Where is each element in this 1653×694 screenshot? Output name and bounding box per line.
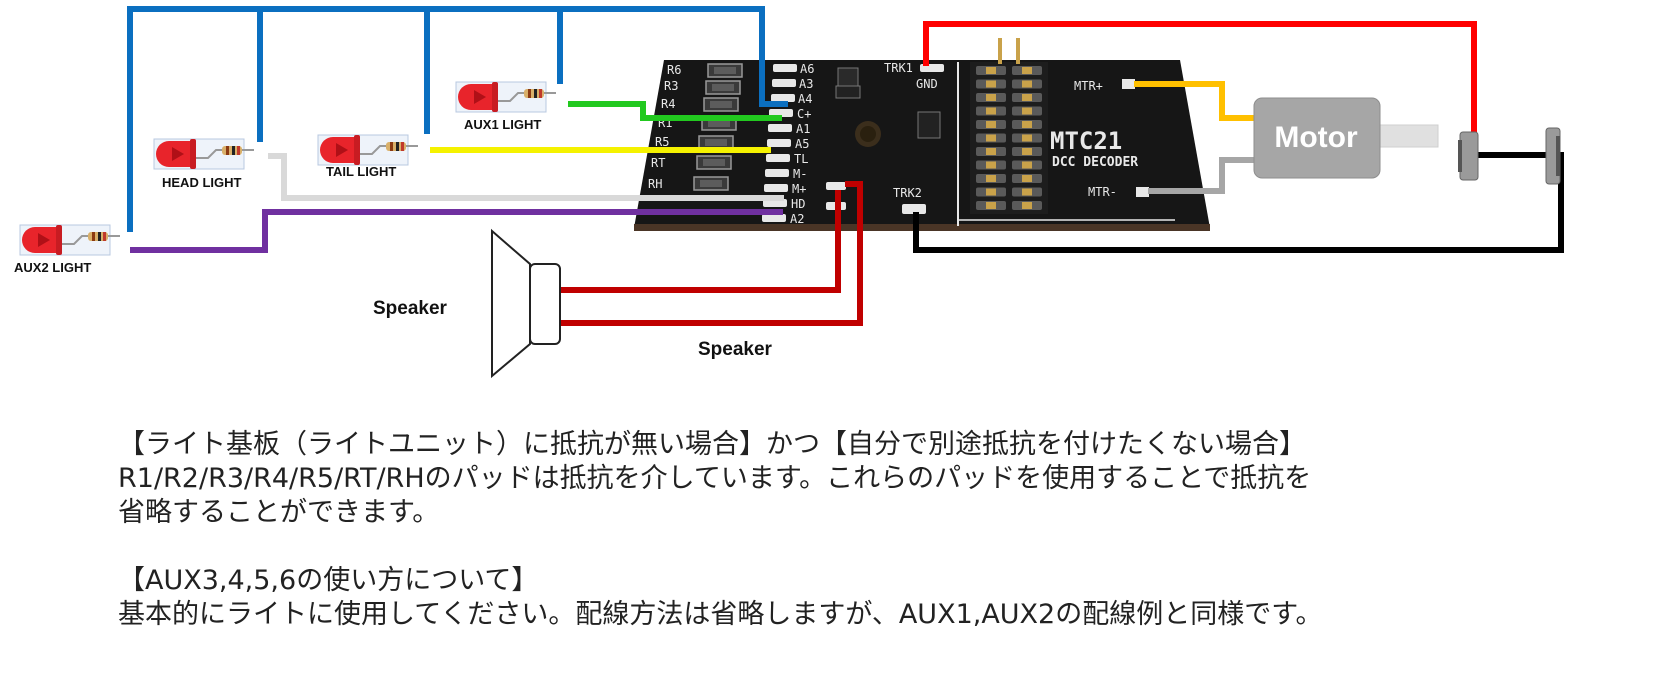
speaker-wire-1 (560, 190, 841, 293)
aux2-led: AUX2 LIGHT (14, 224, 121, 275)
pad-label: RH (648, 177, 662, 191)
aux1-led: AUX1 LIGHT (455, 81, 557, 132)
header-pin-contact (1022, 202, 1032, 209)
pin-header (970, 38, 1048, 214)
board-title: MTC21 (1050, 127, 1122, 155)
header-pin-contact (1022, 80, 1032, 88)
tail-led: TAIL LIGHT (317, 134, 419, 179)
pad-label: M- (793, 167, 807, 181)
tail-label: TAIL LIGHT (326, 164, 396, 179)
header-pin-contact (986, 121, 996, 128)
header-pin-contact (986, 134, 996, 142)
gray-wire (268, 153, 784, 201)
pad-label: A2 (790, 212, 804, 226)
aux1-label: AUX1 LIGHT (464, 117, 541, 132)
board-pads-left: R6 R3 R4 R1 R5 RT RH (648, 63, 681, 191)
motor-gray-wire (1148, 157, 1258, 194)
track-pickups (1458, 127, 1561, 185)
pad-label: A4 (798, 92, 812, 106)
trk1-label: TRK1 (884, 61, 913, 75)
gnd-label: GND (916, 77, 938, 91)
pad-label: A1 (796, 122, 810, 136)
speaker-label-left: Speaker (373, 298, 448, 319)
speaker: Speaker Speaker (373, 228, 773, 379)
board-pads-right: A6 A3 A4 C+ A1 A5 TL M- M+ HD A2 (762, 62, 814, 226)
black-wire (913, 152, 1564, 253)
header-pin-contact (1022, 175, 1032, 182)
header-pin-contact (1022, 148, 1032, 155)
aux2-label: AUX2 LIGHT (14, 260, 91, 275)
mtr-plus-label: MTR+ (1074, 79, 1103, 93)
motor: Motor (1253, 97, 1439, 179)
pad-label: R5 (655, 135, 669, 149)
note-line: 基本的にライトに使用してください。配線方法は省略しますが、AUX1,AUX2の配… (118, 599, 1323, 630)
blue-wire (127, 6, 788, 232)
pad-label: A5 (795, 137, 809, 151)
pad-label: C+ (797, 107, 811, 121)
red-wire (923, 21, 1477, 140)
header-pin-contact (986, 175, 996, 182)
header-pin-contact (986, 148, 996, 155)
header-pin-contact (986, 107, 996, 115)
decoder-board: R6 R3 R4 R1 R5 RT RH A6 A3 A4 C+ A1 (634, 38, 1210, 231)
pad-label: A3 (799, 77, 813, 91)
header-pin-contact (986, 94, 996, 101)
head-led: HEAD LIGHT (153, 138, 255, 190)
pad-label: TL (794, 152, 808, 166)
pad-label: HD (791, 197, 805, 211)
header-pin-contact (986, 202, 996, 209)
note-line: 【AUX3,4,5,6の使い方について】 (118, 565, 539, 596)
note-line: R1/R2/R3/R4/R5/RT/RHのパッドは抵抗を介しています。これらのパ… (118, 463, 1312, 494)
pad-label: A6 (800, 62, 814, 76)
green-wire (568, 101, 782, 121)
mtr-minus-label: MTR- (1088, 185, 1117, 199)
head-label: HEAD LIGHT (162, 175, 242, 190)
speaker-label-bottom: Speaker (698, 339, 773, 360)
pad-label: RT (651, 156, 665, 170)
orange-wire (1134, 81, 1258, 121)
note-line: 省略することができます。 (118, 497, 440, 528)
purple-wire (130, 209, 783, 253)
header-pin-contact (986, 188, 996, 196)
notes: 【ライト基板（ライトユニット）に抵抗が無い場合】かつ【自分で別途抵抗を付けたくな… (118, 428, 1618, 632)
header-pin-contact (986, 67, 996, 74)
note-line: 【ライト基板（ライトユニット）に抵抗が無い場合】かつ【自分で別途抵抗を付けたくな… (118, 429, 1306, 460)
pad-label: R6 (667, 63, 681, 77)
header-pin-contact (986, 80, 996, 88)
pad-label: R3 (664, 79, 678, 93)
board-subtitle: DCC DECODER (1052, 155, 1138, 170)
header-pin-contact (1022, 188, 1032, 196)
header-pin-tip (998, 38, 1002, 64)
motor-label: Motor (1274, 121, 1358, 154)
header-pin-tip (1016, 38, 1020, 64)
header-pin-contact (1022, 107, 1032, 115)
header-pin-contact (1022, 134, 1032, 142)
pad-label: R4 (661, 97, 675, 111)
trk2-label: TRK2 (893, 186, 922, 200)
pad-label: M+ (792, 182, 806, 196)
speaker-wire-2 (560, 181, 863, 326)
header-pin-contact (1022, 94, 1032, 101)
header-pin-contact (1022, 161, 1032, 169)
wires (127, 6, 1564, 326)
header-pin-contact (1022, 67, 1032, 74)
header-pin-contact (1022, 121, 1032, 128)
header-pin-contact (986, 161, 996, 169)
